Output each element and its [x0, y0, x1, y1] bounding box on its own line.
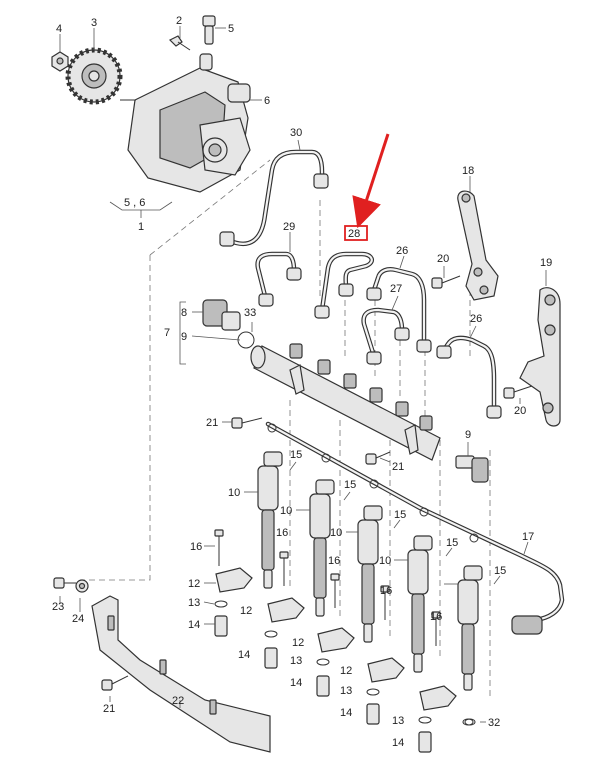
fuel-rail [250, 343, 441, 461]
heat-shield [91, 595, 271, 753]
bracket-19 [519, 287, 561, 427]
label-16d: 16 [380, 585, 392, 597]
label-14e: 14 [392, 737, 404, 749]
label-13d: 13 [392, 715, 404, 727]
label-5-6: 5 , 6 [124, 197, 145, 209]
label-16e: 16 [430, 611, 442, 623]
assembly-guides [80, 159, 546, 700]
pipe-28 [314, 251, 374, 319]
label-4: 4 [56, 23, 62, 35]
label-19: 19 [540, 257, 552, 269]
label-29: 29 [283, 221, 295, 233]
washers [214, 600, 474, 726]
label-3: 3 [91, 17, 97, 29]
label-16b: 16 [276, 527, 288, 539]
label-32: 32 [488, 717, 500, 729]
label-10d: 10 [379, 555, 391, 567]
label-16a: 16 [190, 541, 202, 553]
label-5: 5 [228, 23, 234, 35]
label-26a: 26 [396, 245, 408, 257]
high-pressure-pump [120, 53, 251, 193]
clamps [215, 567, 457, 711]
label-1: 1 [138, 221, 144, 233]
pressure-valve [202, 299, 255, 349]
label-27: 27 [390, 283, 402, 295]
label-33: 33 [244, 307, 256, 319]
bolt [168, 35, 191, 51]
label-21c: 21 [103, 703, 115, 715]
label-9-sender: 9 [465, 429, 471, 441]
bolt-20-lower [503, 385, 533, 399]
label-12c: 12 [292, 637, 304, 649]
nut [51, 51, 69, 72]
pipe-27 [361, 307, 410, 365]
label-14d: 14 [340, 707, 352, 719]
label-20a: 20 [437, 253, 449, 265]
label-7: 7 [164, 327, 170, 339]
label-10a: 10 [228, 487, 240, 499]
label-13a: 13 [188, 597, 200, 609]
label-22: 22 [172, 695, 184, 707]
label-8: 8 [181, 307, 187, 319]
label-6: 6 [264, 95, 270, 107]
bolt-21-shield [101, 675, 129, 691]
injector-1 [257, 451, 283, 589]
pipe-26-upper [366, 267, 432, 353]
label-17: 17 [522, 531, 534, 543]
label-15c: 15 [394, 509, 406, 521]
label-23: 23 [52, 601, 64, 613]
label-26b: 26 [470, 313, 482, 325]
label-13b: 13 [290, 655, 302, 667]
label-28: 28 [348, 228, 360, 240]
pressure-sender [455, 455, 489, 483]
bracket-18 [457, 190, 499, 301]
label-12d: 12 [340, 665, 352, 677]
label-14b: 14 [238, 649, 250, 661]
label-14a: 14 [188, 619, 200, 631]
pipe-26-lower [436, 335, 502, 419]
nut-32 [464, 718, 476, 726]
label-21b: 21 [392, 461, 404, 473]
part-labels: 1 2 3 4 5 6 5 , 6 7 8 9 9 10 10 10 10 12… [52, 15, 552, 749]
label-15d: 15 [446, 537, 458, 549]
highlight-box [344, 225, 368, 241]
label-14c: 14 [290, 677, 302, 689]
drive-gear [65, 47, 123, 105]
leader-lines [59, 26, 547, 723]
label-10c: 10 [330, 527, 342, 539]
injector-2 [309, 479, 335, 617]
label-18: 18 [462, 165, 474, 177]
injector-bolts [214, 529, 441, 646]
clip-24 [75, 579, 89, 593]
pipe-29 [255, 251, 302, 307]
label-20b: 20 [514, 405, 526, 417]
label-10b: 10 [280, 505, 292, 517]
label-24: 24 [72, 613, 84, 625]
pump-plug [202, 15, 216, 45]
injector-3 [357, 505, 383, 643]
label-15a: 15 [290, 449, 302, 461]
injector-4 [407, 535, 433, 673]
label-2: 2 [176, 15, 182, 27]
bolt-21-mid [365, 451, 391, 465]
label-16c: 16 [328, 555, 340, 567]
bolt-20-upper [431, 275, 461, 289]
highlight-callout [344, 133, 390, 241]
label-13c: 13 [340, 685, 352, 697]
label-12b: 12 [240, 605, 252, 617]
label-21a: 21 [206, 417, 218, 429]
injector-5 [457, 565, 483, 691]
bolt-21-rail [231, 417, 263, 429]
return-line [265, 421, 565, 635]
pipe-30 [219, 149, 329, 247]
sleeves [214, 615, 432, 753]
label-30: 30 [290, 127, 302, 139]
label-12a: 12 [188, 578, 200, 590]
bolt-23 [53, 577, 76, 589]
label-15e: 15 [494, 565, 506, 577]
highlight-arrow [352, 133, 390, 229]
label-15b: 15 [344, 479, 356, 491]
label-9-valve: 9 [181, 331, 187, 343]
